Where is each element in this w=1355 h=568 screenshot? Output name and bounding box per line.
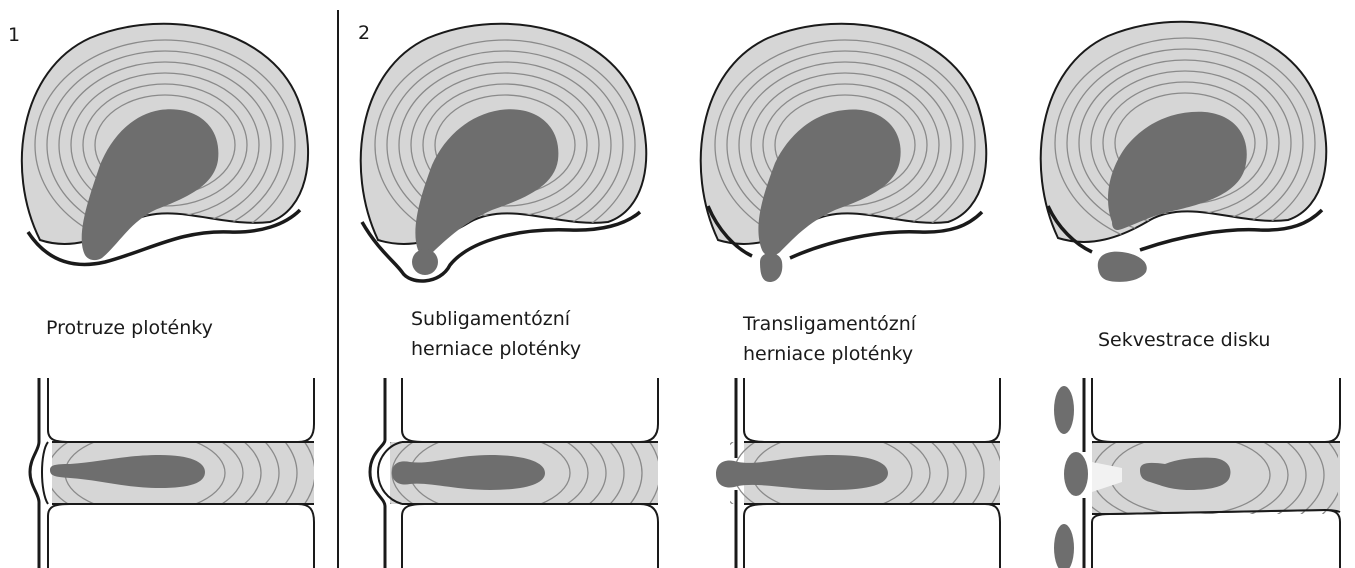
caption-line: Protruze ploténky [46, 313, 213, 343]
disc-top-view-subligamentous [361, 24, 647, 281]
herniated-fragment [412, 249, 438, 275]
caption-line: Transligamentózní [743, 309, 916, 339]
section-number-1: 1 [8, 24, 20, 46]
herniated-fragment [760, 253, 782, 282]
disc-side-view-protrusion [0, 378, 315, 568]
sequestered-fragment [1054, 386, 1074, 434]
sequestered-fragment [1064, 452, 1088, 496]
nucleus-pulposus [716, 455, 888, 490]
caption-sequestration: Sekvestrace disku [1098, 325, 1270, 355]
disc-top-view-protrusion [22, 24, 308, 265]
caption-subligamentous-herniation: Subligamentózní herniace ploténky [411, 304, 581, 364]
sequestered-fragment [1098, 252, 1147, 282]
caption-transligamentous-herniation: Transligamentózní herniace ploténky [743, 309, 916, 369]
disc-side-view-subligamentous [320, 378, 660, 568]
caption-line: Sekvestrace disku [1098, 325, 1270, 355]
disc-side-view-transligamentous [662, 378, 1002, 568]
disc-top-view-transligamentous [701, 24, 987, 282]
disc-top-view-sequestration [1041, 22, 1327, 282]
caption-line: Subligamentózní [411, 304, 581, 334]
section-number-2: 2 [358, 22, 370, 44]
sequestered-fragment [1054, 524, 1074, 568]
caption-line: herniace ploténky [411, 334, 581, 364]
caption-protrusion: Protruze ploténky [46, 313, 213, 343]
posterior-ligament [30, 378, 39, 568]
disc-side-view-sequestration [1020, 378, 1355, 568]
caption-line: herniace ploténky [743, 339, 916, 369]
